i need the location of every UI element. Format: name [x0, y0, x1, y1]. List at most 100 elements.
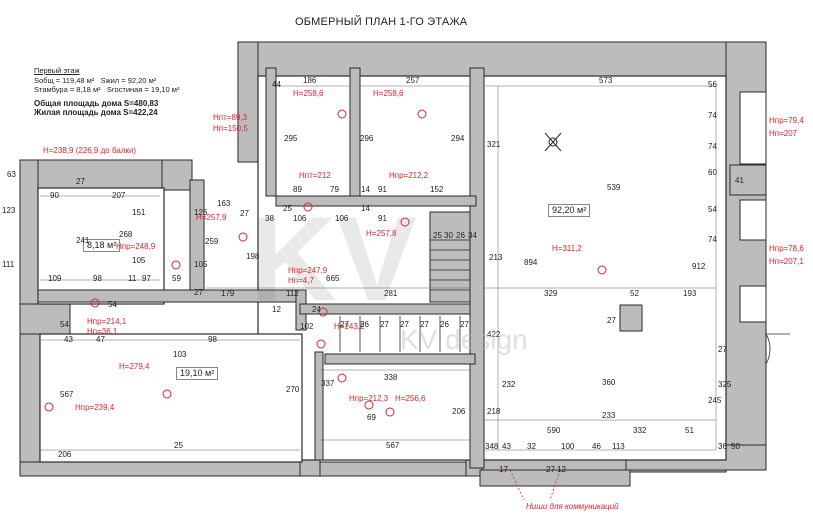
room-area-living: 92,20 м²	[548, 204, 591, 217]
dim-label: 270	[286, 385, 300, 394]
dim-label: 98	[93, 274, 102, 283]
niche-note: Ниши для коммуникаций	[526, 502, 619, 511]
height-label: Hп=207	[769, 129, 798, 138]
height-label: Hп=36,1	[87, 327, 118, 336]
summary-line-2-left: Sтамбура = 8,18 м²	[34, 85, 101, 94]
dim-label: 151	[132, 208, 146, 217]
dim-label: 54	[60, 320, 69, 329]
dim-label: 257	[406, 76, 420, 85]
dim-label: 46	[592, 442, 601, 451]
height-label: H=258,6	[373, 89, 404, 98]
dim-label: 74	[708, 142, 717, 151]
dim-label: 36	[718, 442, 727, 451]
dim-label: 63	[7, 170, 16, 179]
dim-label: 912	[692, 262, 706, 271]
dim-label: 54	[108, 300, 117, 309]
dim-label: 348	[485, 442, 499, 451]
dim-label: 43	[64, 335, 73, 344]
dim-label: 44	[272, 80, 281, 89]
dim-label: 894	[524, 258, 538, 267]
room-outlines	[37, 75, 727, 463]
dim-label: 106	[293, 214, 307, 223]
dim-label: 51	[685, 426, 694, 435]
height-label: H=256,6	[395, 394, 426, 403]
dim-label: 539	[607, 183, 621, 192]
dim-label: 268	[119, 230, 133, 239]
dim-label: 27	[400, 320, 409, 329]
dim-label: 590	[547, 426, 561, 435]
dim-label: 105	[194, 260, 208, 269]
dim-label: 102	[300, 322, 314, 331]
dim-label: 233	[602, 411, 616, 420]
height-label: Hпр=239,4	[75, 403, 115, 412]
dim-label: 27	[380, 320, 389, 329]
height-label: Hп=150,5	[213, 124, 248, 133]
summary-line-1-right: Sжил = 92,20 м²	[100, 75, 157, 85]
summary-line-2-right: Sгостиная = 19,10 м²	[106, 85, 180, 94]
right-windows	[739, 91, 767, 323]
dim-label: 98	[208, 335, 217, 344]
dim-label: 163	[217, 199, 231, 208]
dim-label: 56	[708, 80, 717, 89]
height-label: Hпр=212,2	[389, 171, 429, 180]
dim-label: 74	[708, 111, 717, 120]
dim-label: 245	[708, 396, 722, 405]
dim-label: 206	[452, 407, 466, 416]
dim-label: 25	[174, 441, 183, 450]
watermark-text: KV design	[400, 324, 528, 355]
dim-label: 26	[360, 320, 369, 329]
summary-total-area: Общая площадь дома S=480,83	[34, 98, 159, 108]
dim-label: 54	[708, 205, 717, 214]
dim-label: 337	[321, 379, 335, 388]
dim-label: 241	[76, 236, 90, 245]
dim-label: 281	[384, 289, 398, 298]
dim-label: 60	[708, 168, 717, 177]
room-area-vestibule: 8,18 м²	[83, 239, 121, 252]
dim-label: 111	[2, 260, 15, 269]
dim-label: 50	[731, 442, 740, 451]
dim-label: 422	[487, 330, 501, 339]
dim-label: 100	[561, 442, 575, 451]
dim-label: 14	[361, 185, 370, 194]
height-label: H=311,2	[552, 244, 582, 253]
height-label: Hп=4,7	[288, 276, 314, 285]
height-label: H=238,9 (226,9 до балки)	[43, 146, 137, 155]
dim-label: 69	[367, 413, 376, 422]
summary-line-2: Sтамбура = 8,18 м² Sгостиная = 19,10 м²	[34, 85, 179, 95]
dim-label: 325	[718, 380, 732, 389]
height-label: Hпт=89,3	[213, 113, 248, 122]
dim-label: 198	[246, 252, 260, 261]
dim-label: 109	[48, 274, 62, 283]
height-label: H=258,6	[293, 89, 324, 98]
dim-label: 152	[430, 185, 444, 194]
height-label: Hп=207,1	[769, 257, 804, 266]
dim-label: 79	[330, 185, 339, 194]
dim-label: 123	[2, 206, 16, 215]
dim-label: 26	[456, 231, 465, 240]
plan-title: ОБМЕРНЫЙ ПЛАН 1-ГО ЭТАЖА	[295, 16, 468, 28]
dim-label: 91	[378, 185, 387, 194]
dim-label: 294	[451, 134, 465, 143]
dim-label: 47	[96, 335, 105, 344]
dim-label: 25	[433, 231, 442, 240]
watermark-logo: KV	[250, 192, 417, 326]
ceiling-fan-icon	[544, 132, 562, 152]
dim-label: 179	[221, 289, 235, 298]
dim-label: 30	[444, 231, 453, 240]
dim-label: 573	[599, 76, 613, 85]
dim-label: 665	[326, 274, 340, 283]
summary-line-1-left: Sобщ = 119,48 м²	[34, 75, 95, 85]
summary-line-1: Sобщ = 119,48 м² Sжил = 92,20 м²	[34, 76, 179, 86]
dim-label: 567	[386, 441, 400, 450]
height-label: Hпр=248,9	[116, 242, 156, 251]
dim-label: 91	[378, 214, 387, 223]
dim-label: 106	[335, 214, 349, 223]
height-label: Hпр=79,4	[769, 116, 804, 125]
height-markers	[44, 109, 607, 417]
dim-label: 32	[527, 442, 536, 451]
dim-label: 360	[602, 378, 616, 387]
dim-label: 34	[468, 231, 477, 240]
height-label: H=279,4	[119, 362, 150, 371]
dim-label: 24	[312, 305, 321, 314]
dim-label: 338	[384, 373, 398, 382]
